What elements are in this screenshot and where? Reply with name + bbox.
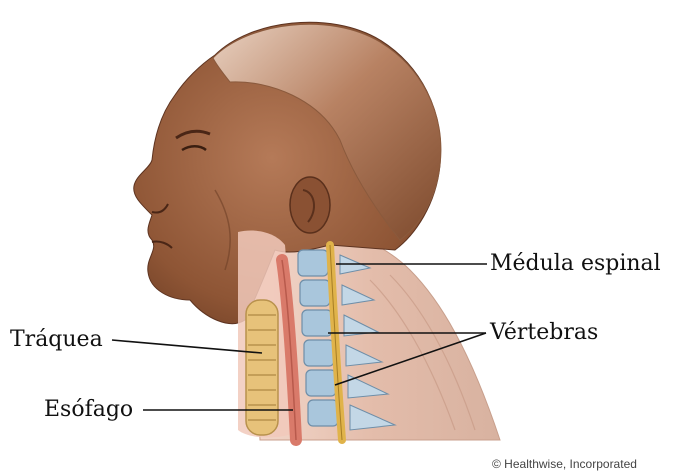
ear	[290, 177, 330, 233]
label-vertebrae: Vértebras	[490, 322, 598, 344]
label-esophagus: Esófago	[44, 399, 133, 421]
label-spinal-cord: Médula espinal	[490, 253, 661, 275]
trachea-shape	[246, 300, 278, 435]
copyright-credit: © Healthwise, Incorporated	[492, 458, 637, 470]
label-trachea: Tráquea	[10, 329, 103, 351]
